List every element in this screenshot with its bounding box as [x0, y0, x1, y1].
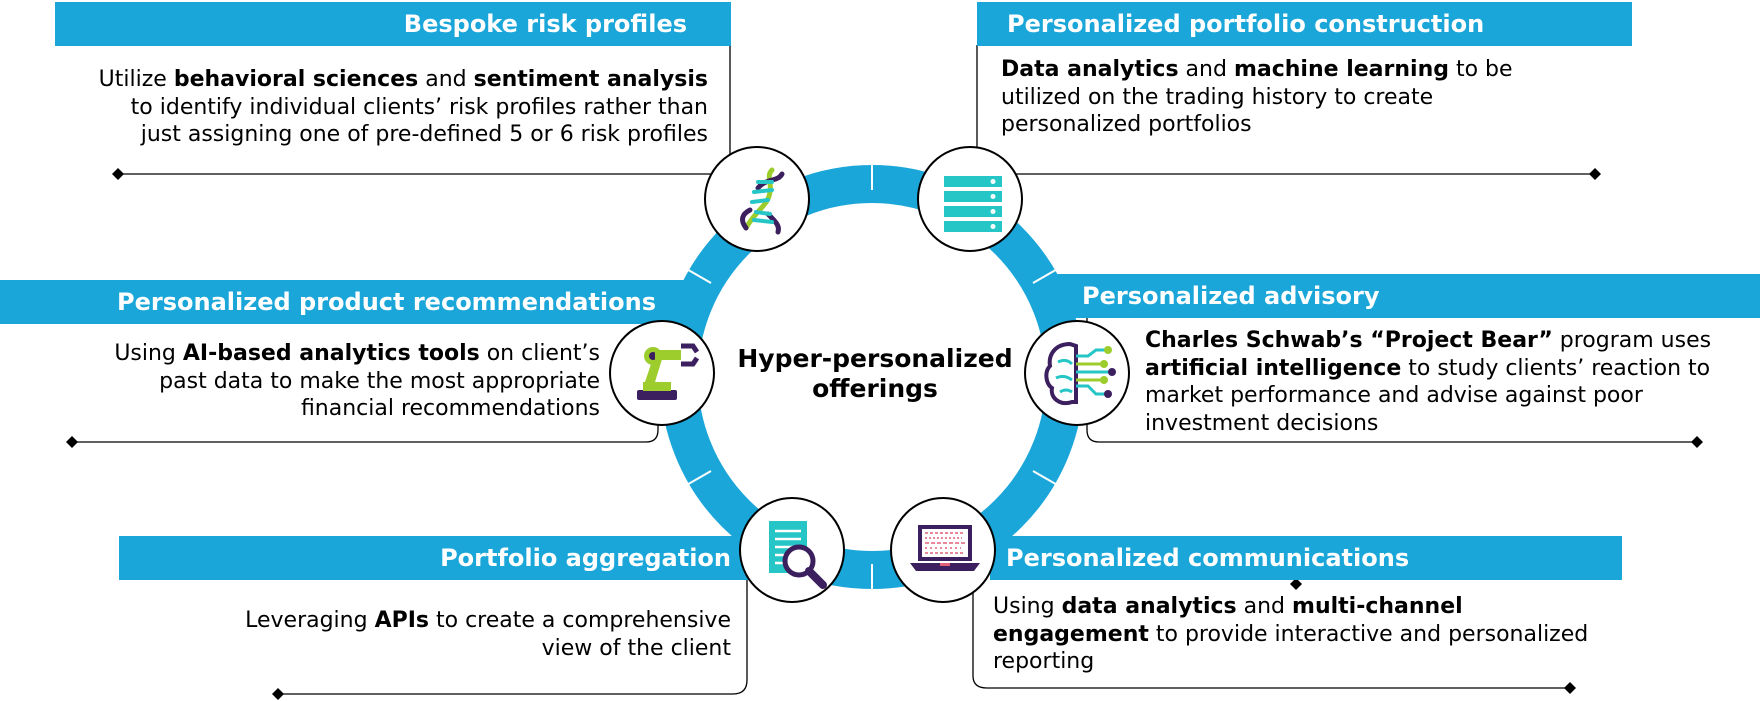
connector-portfolio-aggregation	[278, 580, 748, 695]
icon-circle-portfolio-construction	[917, 146, 1023, 252]
center-title-line1: Hyper-personalized	[737, 344, 1013, 373]
desc-bold-run: engagement	[993, 621, 1149, 647]
desc-line: just assigning one of pre-defined 5 or 6…	[99, 121, 708, 149]
desc-product-recommendations: Using AI-based analytics tools on client…	[114, 340, 600, 423]
desc-bold-run: artificial intelligence	[1145, 355, 1402, 381]
desc-line: Leveraging APIs to create a comprehensiv…	[245, 607, 731, 635]
end-diamond	[1691, 436, 1703, 448]
desc-portfolio-construction: Data analytics and machine learning to b…	[1001, 56, 1513, 139]
icon-circle-portfolio-aggregation	[739, 497, 845, 603]
title-communications: Personalized communications	[990, 536, 1622, 580]
desc-bold-run: Data analytics	[1001, 57, 1179, 82]
desc-line: Using AI-based analytics tools on client…	[114, 340, 600, 368]
end-diamond	[66, 436, 78, 448]
desc-bold-run: machine learning	[1233, 57, 1449, 82]
desc-line: Data analytics and machine learning to b…	[1001, 56, 1513, 84]
desc-line: market performance and advise against po…	[1145, 382, 1711, 410]
desc-line: Using data analytics and multi-channel	[993, 593, 1588, 621]
desc-run: to be	[1448, 57, 1513, 82]
desc-bespoke-risk-profiles: Utilize behavioral sciences and sentimen…	[99, 66, 708, 149]
laptop-icon	[910, 525, 980, 571]
desc-bold-run: sentiment analysis	[473, 67, 708, 92]
desc-run: utilized on the trading history to creat…	[1001, 84, 1434, 110]
icon-circle-bespoke-risk-profiles	[704, 146, 810, 252]
desc-run: on client’s	[479, 341, 600, 366]
icon-circle-advisory	[1024, 320, 1130, 426]
desc-line: Utilize behavioral sciences and sentimen…	[99, 66, 708, 94]
desc-bold-run: APIs	[374, 608, 430, 633]
desc-run: to study clients’ reaction to	[1401, 355, 1711, 381]
center-title-line2: offerings	[812, 374, 938, 403]
ring-separators	[670, 144, 1074, 610]
desc-line: past data to make the most appropriate	[114, 368, 600, 396]
desc-run: program uses	[1552, 328, 1712, 353]
icon-circle-communications	[890, 497, 996, 603]
desc-run: to provide interactive and personalized	[1148, 621, 1589, 647]
end-diamond	[1564, 682, 1576, 694]
connector-product-recommendations	[72, 310, 659, 443]
desc-line: financial recommendations	[114, 395, 600, 423]
document-search-icon	[769, 521, 827, 589]
title-advisory: Personalized advisory	[1052, 274, 1760, 318]
desc-run: Utilize	[98, 67, 174, 92]
desc-run: Using	[114, 341, 183, 366]
desc-run: investment decisions	[1145, 410, 1379, 436]
desc-line: artificial intelligence to study clients…	[1145, 355, 1711, 383]
icon-circle-product-recommendations	[609, 320, 715, 426]
desc-portfolio-aggregation: Leveraging APIs to create a comprehensiv…	[245, 607, 731, 662]
title-product-recommendations: Personalized product recommendations	[0, 280, 700, 324]
desc-line: Charles Schwab’s “Project Bear” program …	[1145, 327, 1711, 355]
title-portfolio-construction: Personalized portfolio construction	[977, 2, 1632, 46]
desc-bold-run: data analytics	[1061, 594, 1237, 619]
end-diamond	[1589, 168, 1601, 180]
desc-run: Using	[993, 594, 1062, 619]
brain-circuit-icon	[1044, 341, 1116, 405]
server-icon	[944, 176, 1002, 232]
dna-icon	[740, 167, 785, 235]
desc-line: engagement to provide interactive and pe…	[993, 621, 1588, 649]
desc-run: and	[1236, 594, 1293, 619]
desc-advisory: Charles Schwab’s “Project Bear” program …	[1145, 327, 1711, 437]
desc-run: to create a comprehensive	[429, 608, 731, 633]
desc-bold-run: multi-channel	[1292, 594, 1463, 619]
desc-line: view of the client	[245, 635, 731, 663]
desc-run: past data to make the most appropriate	[159, 368, 600, 394]
desc-bold-run: Charles Schwab’s “Project Bear”	[1145, 328, 1553, 353]
desc-line: to identify individual clients’ risk pro…	[99, 94, 708, 122]
desc-run: reporting	[993, 649, 1095, 674]
desc-bold-run: behavioral sciences	[173, 67, 419, 92]
desc-run: just assigning one of pre-defined 5 or 6…	[140, 122, 708, 147]
robot-arm-icon	[637, 343, 700, 400]
desc-bold-run: AI-based analytics tools	[182, 341, 480, 366]
desc-line: utilized on the trading history to creat…	[1001, 84, 1513, 112]
desc-run: and	[418, 67, 474, 92]
end-diamond	[1290, 578, 1302, 590]
desc-line: investment decisions	[1145, 410, 1711, 438]
desc-run: Leveraging	[245, 608, 375, 633]
desc-line: personalized portfolios	[1001, 111, 1513, 139]
desc-run: and	[1178, 57, 1234, 82]
desc-run: financial recommendations	[300, 396, 600, 421]
desc-run: view of the client	[541, 635, 731, 661]
desc-run: to identify individual clients’ risk pro…	[130, 94, 708, 120]
center-title: Hyper-personalized offerings	[722, 344, 1028, 404]
desc-run: market performance and advise against po…	[1145, 383, 1643, 408]
title-portfolio-aggregation: Portfolio aggregation	[119, 536, 769, 580]
end-diamond	[272, 688, 284, 700]
connector-communications	[972, 580, 1570, 689]
end-diamond	[112, 168, 124, 180]
title-bespoke-risk-profiles: Bespoke risk profiles	[55, 2, 731, 46]
desc-line: reporting	[993, 648, 1588, 676]
connector-advisory	[1086, 318, 1697, 443]
desc-run: personalized portfolios	[1001, 112, 1252, 137]
